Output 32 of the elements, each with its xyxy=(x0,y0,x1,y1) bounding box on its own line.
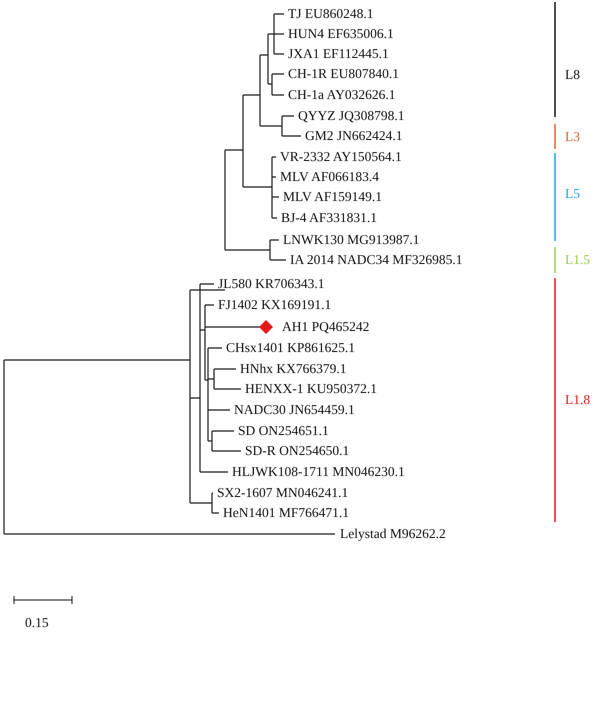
taxon-label: MLV AF159149.1 xyxy=(283,189,382,205)
taxon-label: HeN1401 MF766471.1 xyxy=(223,505,350,521)
taxon-label: MLV AF066183.4 xyxy=(280,169,380,185)
taxon-label: SX2-1607 MN046241.1 xyxy=(217,485,348,501)
taxon-label: BJ-4 AF331831.1 xyxy=(281,210,378,226)
taxon-label: TJ EU860248.1 xyxy=(288,6,374,22)
taxon-label: NADC30 JN654459.1 xyxy=(234,402,355,418)
taxon-label: FJ1402 KX169191.1 xyxy=(218,297,332,313)
taxon-label: Lelystad M96262.2 xyxy=(340,526,446,542)
taxon-label: SD ON254651.1 xyxy=(238,423,329,439)
taxon-label: HNhx KX766379.1 xyxy=(240,361,346,377)
taxon-label: CH-1R EU807840.1 xyxy=(288,66,399,82)
taxon-label: HENXX-1 KU950372.1 xyxy=(245,381,377,397)
taxon-label: QYYZ JQ308798.1 xyxy=(298,108,404,124)
taxon-label: AH1 PQ465242 xyxy=(282,319,370,335)
taxon-label: HUN4 EF635006.1 xyxy=(288,26,394,42)
taxon-label: CH-1a AY032626.1 xyxy=(288,87,396,103)
clade-label: L1.5 xyxy=(565,252,590,268)
clade-label: L8 xyxy=(565,67,580,83)
clade-label: L3 xyxy=(565,129,580,145)
clade-label: L5 xyxy=(565,186,580,202)
taxon-label: GM2 JN662424.1 xyxy=(305,128,403,144)
taxon-label: IA 2014 NADC34 MF326985.1 xyxy=(290,252,463,268)
taxon-label: VR-2332 AY150564.1 xyxy=(280,149,402,165)
taxon-label: HLJWK108-1711 MN046230.1 xyxy=(232,464,405,480)
taxon-label: CHsx1401 KP861625.1 xyxy=(226,340,356,356)
scale-label: 0.15 xyxy=(25,615,49,631)
clade-label: L1.8 xyxy=(565,392,590,408)
taxon-label: LNWK130 MG913987.1 xyxy=(283,232,420,248)
taxon-label: JXA1 EF112445.1 xyxy=(288,46,389,62)
taxon-label: SD-R ON254650.1 xyxy=(245,443,350,459)
taxon-label: JL580 KR706343.1 xyxy=(218,276,325,292)
